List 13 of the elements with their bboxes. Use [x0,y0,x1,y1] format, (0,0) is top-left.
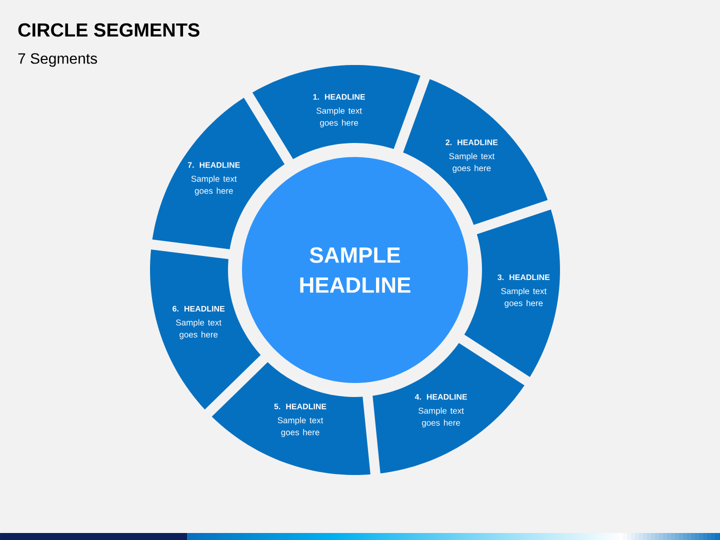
ring-segment: 4. HEADLINE Sample text goes here [372,343,524,474]
ring-segment: 2. HEADLINE Sample text goes here [403,79,548,225]
ring-segment: 5. HEADLINE Sample text goes here [212,362,370,475]
ring-segment: 3. HEADLINE Sample text goes here [464,209,560,377]
slide-title: CIRCLE SEGMENTS [18,23,200,37]
subtitle: 7 Segments [18,53,98,67]
node-label: 3. HEADLINE [498,274,550,280]
node-label: Sample text goes here [316,107,362,128]
node-label: Sample text goes here [501,288,547,308]
ring-segment: 7. HEADLINE Sample text goes here [152,98,285,250]
node-label: 1. HEADLINE [313,94,366,100]
ring-segment: 1. HEADLINE Sample text goes here [252,65,420,160]
ring-segment: 6. HEADLINE Sample text goes here [150,249,261,410]
